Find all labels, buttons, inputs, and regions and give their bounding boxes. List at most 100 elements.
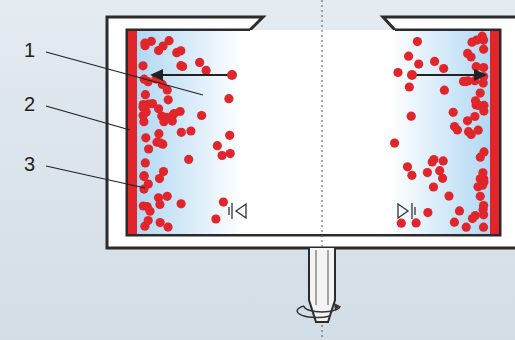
particle xyxy=(141,90,150,99)
drum-housing xyxy=(107,17,515,248)
particle xyxy=(478,168,487,177)
particle xyxy=(429,182,438,191)
force-arrow xyxy=(160,74,232,76)
particle xyxy=(144,216,153,225)
particle xyxy=(450,122,459,131)
particle xyxy=(159,117,168,126)
rotation-arrow xyxy=(297,306,330,318)
particle xyxy=(144,100,153,109)
particle xyxy=(405,82,414,91)
particle xyxy=(467,38,476,47)
liquid-layer xyxy=(127,30,242,235)
particle xyxy=(467,52,476,61)
shaft-detail xyxy=(327,250,329,305)
particle xyxy=(141,158,150,167)
callout-number: 3 xyxy=(24,154,35,174)
particle xyxy=(472,62,481,71)
particle xyxy=(156,218,165,227)
particle xyxy=(177,199,186,208)
particles xyxy=(138,32,488,232)
particle xyxy=(455,206,464,215)
particle xyxy=(211,214,220,223)
particle xyxy=(470,112,479,121)
particle xyxy=(413,37,422,46)
particle xyxy=(476,153,485,162)
particle xyxy=(176,107,185,116)
particle xyxy=(195,58,204,67)
particle xyxy=(407,70,417,80)
particle xyxy=(154,104,163,113)
particle xyxy=(407,112,416,121)
flow-symbol xyxy=(229,203,415,219)
particle xyxy=(177,128,186,137)
callout-number: 1 xyxy=(24,40,35,60)
particle xyxy=(435,166,444,175)
particle xyxy=(449,108,458,117)
particle xyxy=(163,223,172,232)
callout-number: 2 xyxy=(24,94,35,114)
particle xyxy=(159,167,168,176)
particle xyxy=(141,133,150,142)
particle xyxy=(139,172,148,181)
particle xyxy=(479,107,488,116)
particle xyxy=(479,223,488,232)
particle xyxy=(468,214,477,223)
particle xyxy=(423,168,432,177)
particle xyxy=(412,218,421,227)
particle xyxy=(479,205,488,214)
particle xyxy=(444,192,453,201)
drum-wall xyxy=(127,30,500,235)
particle xyxy=(414,60,423,69)
particle xyxy=(450,218,459,227)
particle xyxy=(471,96,480,105)
particle xyxy=(440,86,449,95)
particle xyxy=(429,155,438,164)
particle xyxy=(163,192,172,201)
particle xyxy=(462,223,471,232)
particle xyxy=(390,139,399,148)
particle xyxy=(184,155,193,164)
particle xyxy=(467,130,476,139)
particle xyxy=(407,171,416,180)
arrow-head xyxy=(334,303,340,310)
particle xyxy=(397,219,406,228)
particle xyxy=(197,111,206,120)
particle xyxy=(154,129,163,138)
particle xyxy=(172,48,181,57)
force-arrow xyxy=(412,74,477,76)
particle xyxy=(476,89,485,98)
particle xyxy=(155,200,164,209)
particle xyxy=(145,207,154,216)
drum-interior xyxy=(127,30,500,235)
particle xyxy=(224,94,233,103)
particle xyxy=(404,52,413,61)
particle xyxy=(476,192,485,201)
particle xyxy=(139,185,148,194)
particle xyxy=(479,45,488,54)
particle xyxy=(393,68,402,77)
particle xyxy=(218,151,227,160)
particle xyxy=(227,70,237,80)
particle xyxy=(439,156,448,165)
particle xyxy=(176,61,185,70)
particle xyxy=(225,131,234,140)
particle xyxy=(219,198,228,207)
particle xyxy=(226,149,235,158)
particle xyxy=(164,95,173,104)
leader-line xyxy=(46,52,203,188)
particle xyxy=(144,144,153,153)
liquid-layer xyxy=(390,30,500,235)
particle xyxy=(138,61,147,70)
particle xyxy=(461,77,470,86)
solid-layer xyxy=(127,30,137,235)
arrow-head xyxy=(474,69,487,81)
particle xyxy=(154,46,163,55)
particle xyxy=(202,66,211,75)
particle xyxy=(430,57,439,66)
particle xyxy=(147,37,156,46)
solid-layer xyxy=(490,30,500,235)
particle xyxy=(439,64,448,73)
particle xyxy=(423,208,432,217)
particle xyxy=(155,138,164,147)
